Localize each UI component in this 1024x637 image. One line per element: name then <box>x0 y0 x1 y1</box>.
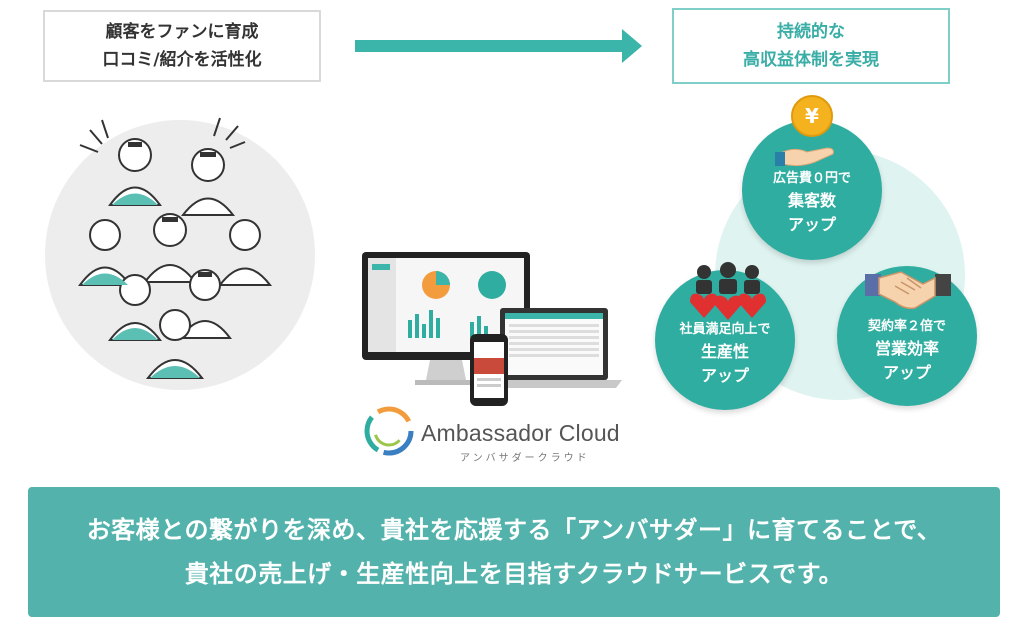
logo-swirl-icon <box>364 406 414 456</box>
benefit-sales-line2: 営業効率 <box>874 339 939 358</box>
goal-box-profit: 持続的な 高収益体制を実現 <box>672 8 950 84</box>
arrow-right-icon <box>355 40 625 52</box>
logo-kana: アンバサダークラウド <box>460 453 590 464</box>
benefit-employee-line1: 社員満足向上で <box>679 322 771 337</box>
goal-box-fans: 顧客をファンに育成 口コミ/紹介を活性化 <box>43 10 321 82</box>
yen-coin-icon: ¥ <box>791 95 833 137</box>
goal-box-fans-line1: 顧客をファンに育成 <box>105 22 259 42</box>
devices-illustration <box>362 252 622 406</box>
crowd-illustration <box>45 117 315 390</box>
arrow-head-icon <box>622 29 642 63</box>
benefit-sales-line1: 契約率２倍で <box>867 319 946 334</box>
summary-line1: お客様との繋がりを深め、貴社を応援する「アンバサダー」に育てることで、 <box>86 516 942 544</box>
svg-text:¥: ¥ <box>805 104 819 128</box>
goal-box-profit-line2: 高収益体制を実現 <box>743 50 879 70</box>
handshake-icon <box>865 271 951 310</box>
benefit-sales-line3: アップ <box>882 363 931 382</box>
logo-name: Ambassador Cloud <box>421 420 620 446</box>
people-hearts-icon <box>690 262 766 320</box>
summary-banner: お客様との繋がりを深め、貴社を応援する「アンバサダー」に育てることで、 貴社の売… <box>28 487 1000 617</box>
goal-box-profit-line1: 持続的な <box>777 22 845 42</box>
benefit-employee-text: 社員満足向上で 生産性 アップ <box>679 320 770 388</box>
hand-icon <box>775 147 834 167</box>
benefit-employee-line2: 生産性 <box>700 342 749 361</box>
benefit-sales-text: 契約率２倍で 営業効率 アップ <box>868 317 946 385</box>
benefit-circle-ads: 広告費０円で 集客数 アップ <box>742 120 882 260</box>
summary-line2: 貴社の売上げ・生産性向上を目指すクラウドサービスです。 <box>184 560 844 588</box>
benefit-circle-employee: 社員満足向上で 生産性 アップ <box>655 270 795 410</box>
goal-box-fans-line2: 口コミ/紹介を活性化 <box>102 50 262 70</box>
benefit-ads-line3: アップ <box>787 215 836 234</box>
benefit-employee-line3: アップ <box>700 366 749 385</box>
benefit-ads-text: 広告費０円で 集客数 アップ <box>773 169 851 237</box>
benefit-ads-line1: 広告費０円で <box>772 171 851 186</box>
benefit-ads-line2: 集客数 <box>787 191 836 210</box>
